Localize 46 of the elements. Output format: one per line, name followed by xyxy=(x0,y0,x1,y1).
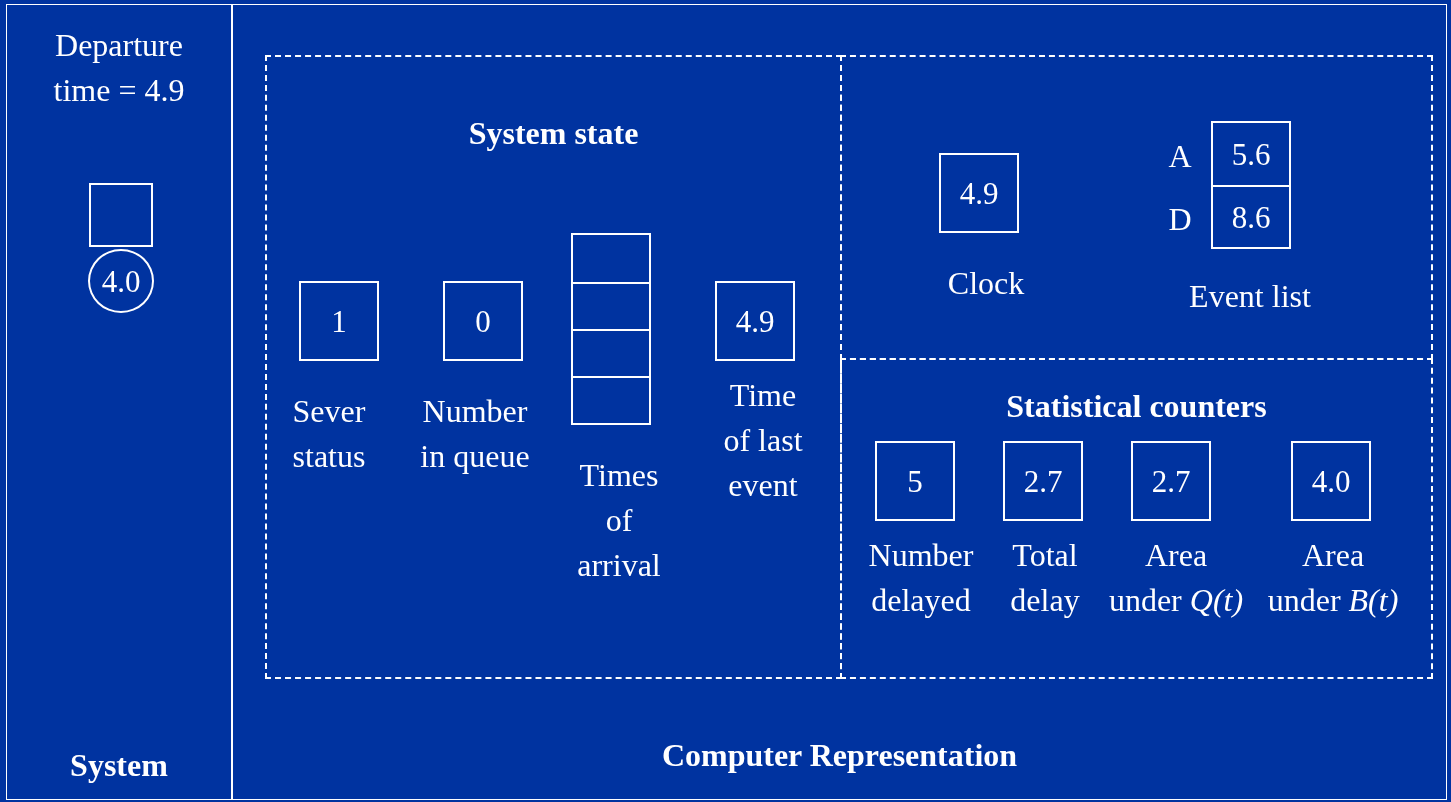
dashed-group-frame xyxy=(840,55,1433,360)
panel-frame xyxy=(6,4,232,800)
dashed-group-frame xyxy=(840,358,1433,679)
field-label: Clock xyxy=(946,264,1026,303)
departure-time-text: Departure time = 4.9 xyxy=(52,26,186,110)
value-text: 5.6 xyxy=(1230,135,1272,174)
value-box xyxy=(875,441,955,521)
value-text: 4.9 xyxy=(734,302,776,341)
value-text: 1 xyxy=(330,302,348,341)
field-label: D xyxy=(1167,200,1193,239)
value-box xyxy=(939,153,1019,233)
value-box xyxy=(1131,441,1211,521)
value-text: 4.0 xyxy=(100,262,142,301)
value-text: 8.6 xyxy=(1230,198,1272,237)
field-label: Number delayed xyxy=(867,536,975,620)
value-text: 2.7 xyxy=(1150,462,1192,501)
arrival-times-stack xyxy=(571,233,651,425)
value-box xyxy=(1291,441,1371,521)
field-label: Sever status xyxy=(291,392,367,476)
value-text: 2.7 xyxy=(1022,462,1064,501)
panel-heading: Computer Representation xyxy=(660,736,1019,775)
value-box xyxy=(299,281,379,361)
value-text: 4.0 xyxy=(1310,462,1352,501)
value-box xyxy=(1003,441,1083,521)
panel-heading: System xyxy=(69,746,169,785)
field-label: Event list xyxy=(1188,277,1312,316)
field-label: Times of arrival xyxy=(576,456,662,585)
field-label: Total delay xyxy=(1009,536,1081,620)
field-label: Time of last event xyxy=(722,376,804,505)
panel-heading: System state xyxy=(467,114,640,153)
server-box xyxy=(89,183,153,247)
value-box xyxy=(1211,185,1291,249)
field-label: Area under B(t) xyxy=(1266,536,1400,620)
dashed-group-frame xyxy=(265,55,842,679)
value-box xyxy=(1211,121,1291,187)
field-label: Number in queue xyxy=(420,392,530,476)
value-text: 5 xyxy=(906,462,924,501)
value-text: 4.9 xyxy=(958,174,1000,213)
value-box xyxy=(443,281,523,361)
panel-frame xyxy=(232,4,1447,800)
panel-heading: Statistical counters xyxy=(1005,387,1268,426)
field-label: Area under Q(t) xyxy=(1107,536,1245,620)
customer-circle xyxy=(88,249,154,313)
value-box xyxy=(715,281,795,361)
field-label: A xyxy=(1167,137,1193,176)
value-text: 0 xyxy=(474,302,492,341)
